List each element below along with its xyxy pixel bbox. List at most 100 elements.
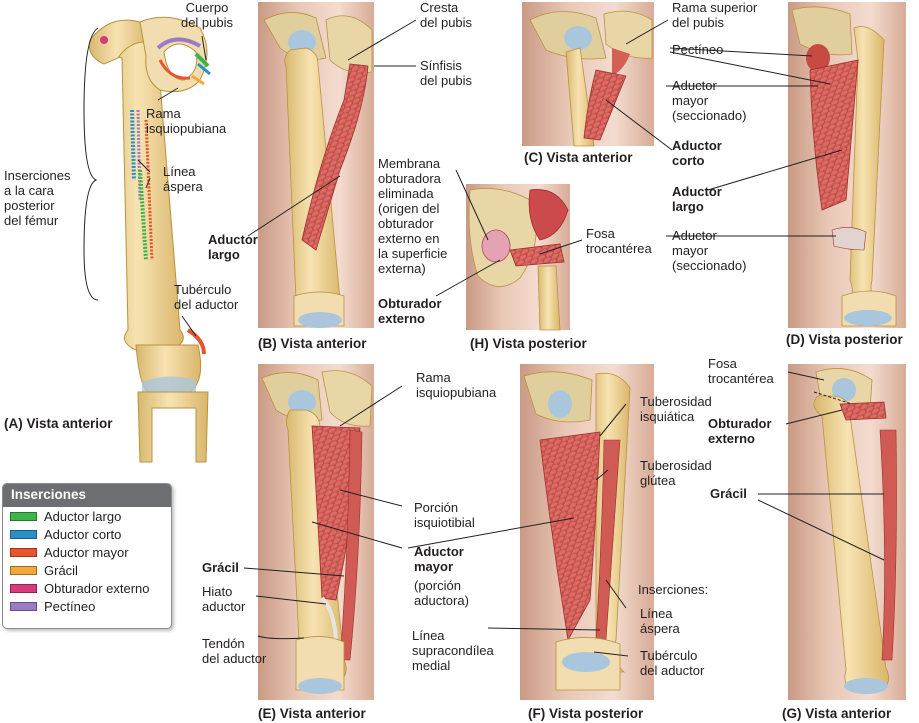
label-line: obturadora — [378, 171, 441, 186]
caption-e: (E) Vista anterior — [258, 706, 366, 721]
label-line: Inserciones — [4, 168, 71, 183]
legend-title: Inserciones — [3, 484, 171, 507]
label-line: externo en — [378, 231, 440, 246]
label-line: Rama superior — [672, 0, 758, 15]
label-line: Tuberosidad — [640, 458, 712, 473]
label-line: Aductor — [414, 544, 464, 559]
panel-c-thigh — [522, 2, 654, 147]
label-line: del pubis — [420, 15, 473, 30]
label-porcion-isquiotibial: Porción isquiotibial — [414, 500, 475, 530]
panel-f-thigh — [520, 364, 654, 700]
legend-label: Aductor largo — [44, 508, 122, 524]
panel-g-thigh — [788, 364, 906, 700]
label-inserciones-f: Inserciones: — [638, 582, 709, 597]
label-line: isquiática — [640, 409, 695, 424]
label-aductor-mayor-e: Aductor mayor — [414, 544, 464, 574]
panel-d-thigh — [788, 2, 906, 328]
label-line: externo — [378, 311, 425, 326]
label-tuberosidad-isquiatica: Tuberosidad isquiática — [640, 394, 712, 424]
label-line: Rama — [416, 370, 451, 385]
label-cresta-pubis: Cresta del pubis — [420, 0, 472, 30]
caption-b: (B) Vista anterior — [258, 336, 367, 351]
label-line: posterior — [4, 198, 55, 213]
legend-swatch — [10, 511, 37, 521]
legend-label: Aductor corto — [44, 526, 122, 542]
label-line: Aductor — [672, 78, 717, 93]
label-tuberculo-f: Tubérculo del aductor — [640, 648, 704, 678]
label-gracil-e: Grácil — [202, 560, 239, 575]
legend-item: Aductor largo — [3, 507, 171, 525]
label-aductor-mayor-d: Aductor mayor (seccionado) — [672, 228, 746, 273]
label-line: Sínfisis — [420, 58, 462, 73]
label-line: la superficie — [378, 246, 448, 261]
legend-swatch — [10, 565, 37, 575]
label-line: Tuberosidad — [640, 394, 712, 409]
label-line: isquiotibial — [414, 515, 475, 530]
label-aductor-mayor-c: Aductor mayor (seccionado) — [672, 78, 746, 123]
legend-item: Aductor corto — [3, 525, 171, 543]
legend-swatch — [10, 601, 37, 611]
caption-c: (C) Vista anterior — [524, 150, 633, 165]
leader-lines — [83, 19, 885, 657]
label-linea-aspera-a: Línea áspera — [163, 164, 203, 194]
label-line: mayor — [672, 243, 709, 258]
label-porcion-aductora: (porción aductora) — [414, 578, 469, 608]
label-gracil-g: Grácil — [710, 486, 747, 501]
legend-item: Grácil — [3, 561, 171, 579]
label-line: Aductor — [672, 138, 722, 153]
label-line: del aductor — [174, 297, 239, 312]
label-line: Fosa — [586, 226, 615, 241]
label-line: externo — [708, 431, 755, 446]
label-obturador-externo-g: Obturador externo — [708, 416, 772, 446]
label-line: eliminada — [378, 186, 434, 201]
legend-item: Aductor mayor — [3, 543, 171, 561]
legend-label: Aductor mayor — [44, 544, 129, 560]
legend-swatch — [10, 529, 37, 539]
label-line: del pubis — [672, 15, 725, 30]
label-line: obturador — [378, 216, 434, 231]
label-pectineo: Pectíneo — [672, 42, 724, 57]
label-line: trocantérea — [586, 241, 652, 256]
label-rama-superior: Rama superior del pubis — [672, 0, 757, 30]
label-line: aductora) — [414, 593, 469, 608]
label-line: Fosa — [708, 356, 737, 371]
label-line: mayor — [672, 93, 709, 108]
label-line: isquiopubiana — [146, 121, 227, 136]
label-line: corto — [672, 153, 705, 168]
label-line: Cresta — [420, 0, 459, 15]
label-line: (seccionado) — [672, 108, 747, 123]
label-line: Tendón — [202, 636, 245, 651]
label-inserciones-a: Inserciones a la cara posterior del fému… — [4, 168, 70, 228]
label-fosa-trocanterea-h: Fosa trocantérea — [586, 226, 652, 256]
label-cuerpo-pubis: Cuerpo del pubis — [176, 0, 238, 30]
caption-a: (A) Vista anterior — [4, 416, 113, 431]
legend-label: Pectíneo — [44, 598, 96, 614]
label-line: medial — [412, 658, 451, 673]
label-linea-aspera-f: Línea áspera — [640, 606, 680, 636]
label-line: Tubérculo — [174, 282, 232, 297]
panel-h-hip — [466, 184, 570, 331]
label-tendon-aductor: Tendón del aductor — [202, 636, 266, 666]
label-line: del pubis — [420, 73, 473, 88]
caption-d: (D) Vista posterior — [786, 332, 903, 347]
label-line: largo — [208, 247, 240, 262]
label-line: glútea — [640, 473, 676, 488]
label-line: Rama — [146, 106, 181, 121]
label-line: Obturador — [708, 416, 772, 431]
label-line: Cuerpo — [185, 0, 229, 15]
label-line: del aductor — [202, 651, 267, 666]
label-line: Hiato — [202, 584, 233, 599]
legend-item: Pectíneo — [3, 597, 171, 615]
legend-label: Grácil — [44, 562, 78, 578]
label-line: del aductor — [640, 663, 705, 678]
label-linea-supracondilea: Línea supracondílea medial — [412, 628, 494, 673]
caption-f: (F) Vista posterior — [528, 706, 644, 721]
label-rama-isquiopubiana-e: Rama isquiopubiana — [416, 370, 496, 400]
label-line: Aductor — [208, 232, 258, 247]
label-line: (porción — [414, 578, 461, 593]
label-line: Línea — [163, 164, 196, 179]
label-sinfisis-pubis: Sínfisis del pubis — [420, 58, 472, 88]
label-line: del fémur — [4, 213, 59, 228]
